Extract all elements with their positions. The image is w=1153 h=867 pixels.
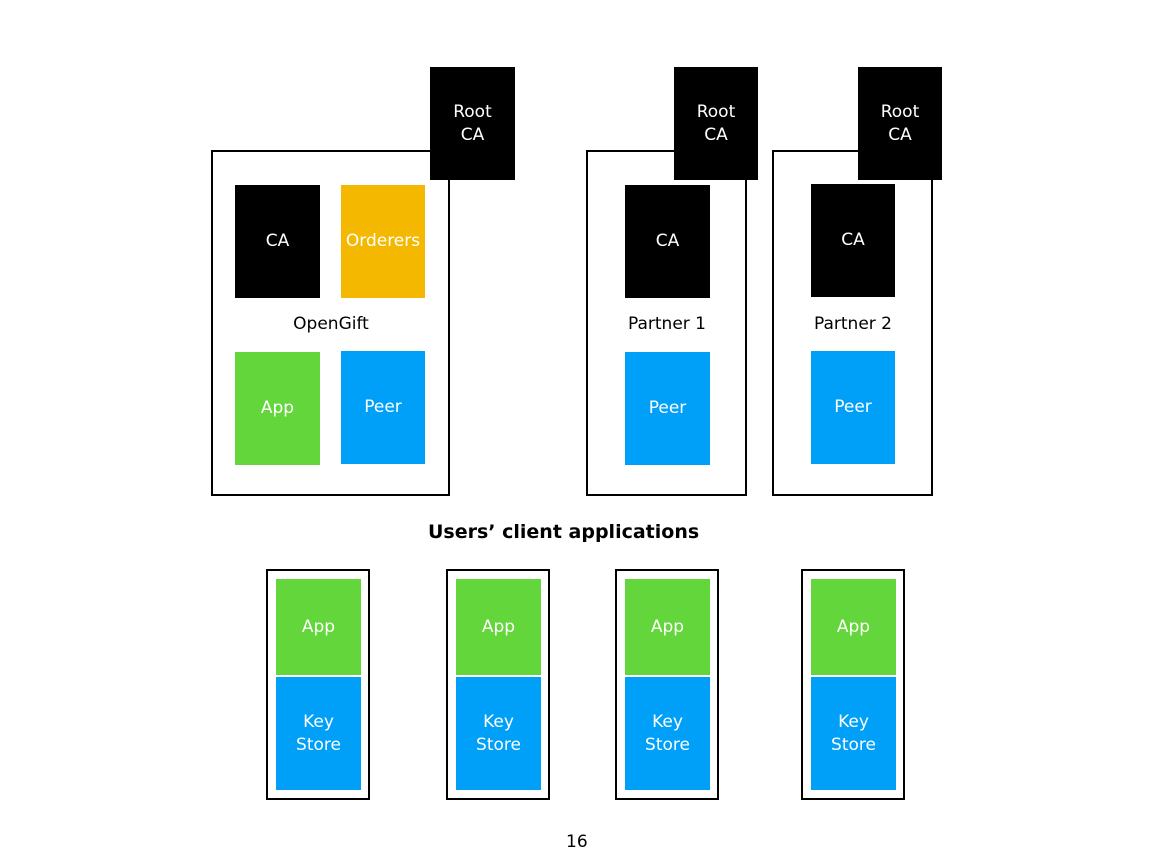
client-app-box: App [811, 579, 896, 675]
partner1-ca-box: CA [625, 185, 710, 298]
partner2-root-ca-box: Root CA [858, 67, 942, 180]
client-app-box: App [456, 579, 541, 675]
partner1-peer-box: Peer [625, 352, 710, 465]
opengift-root-ca-box: Root CA [430, 67, 515, 180]
client-app-box: App [276, 579, 361, 675]
client-frame [615, 569, 719, 800]
partner2-peer-box: Peer [811, 351, 895, 464]
client-keystore-box: Key Store [811, 677, 896, 790]
partner1-org-frame [586, 150, 747, 496]
opengift-org-label: OpenGift [293, 314, 369, 334]
opengift-orderers-box: Orderers [341, 185, 425, 298]
opengift-peer-box: Peer [341, 351, 425, 464]
opengift-org-frame [211, 150, 450, 496]
partner2-org-label: Partner 2 [813, 314, 892, 334]
client-keystore-box: Key Store [456, 677, 541, 790]
partner1-org-label: Partner 1 [627, 314, 706, 334]
client-frame [801, 569, 905, 800]
client-frame [446, 569, 550, 800]
client-frame [266, 569, 370, 800]
partner2-org-frame [772, 150, 933, 496]
opengift-ca-box: CA [235, 185, 320, 298]
client-app-box: App [625, 579, 710, 675]
partner1-root-ca-box: Root CA [674, 67, 758, 180]
page-number: 16 [566, 832, 588, 852]
clients-heading: Users’ client applications [428, 521, 700, 543]
client-keystore-box: Key Store [625, 677, 710, 790]
client-keystore-box: Key Store [276, 677, 361, 790]
partner2-ca-box: CA [811, 184, 895, 297]
opengift-app-box: App [235, 352, 320, 465]
